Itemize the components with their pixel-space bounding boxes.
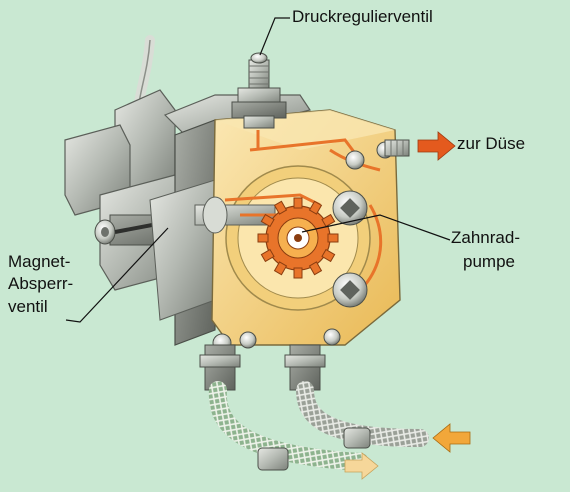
hose-fitting-return [257,447,289,471]
label-zur-duese: zur Düse [457,134,526,153]
label-zahnradpumpe-line1: Zahnrad- [451,228,520,247]
label-magnet-line3: ventil [8,297,48,316]
arrow-right-orange-icon [417,131,456,161]
label-druckregulierventil: Druckregulierventil [292,7,433,26]
nozzle-outlet-fitting [384,139,410,157]
arrow-right-pale-icon [344,452,379,480]
gear-pump [257,197,339,279]
leader-lines [65,17,451,323]
pressure-regulator-valve [231,52,287,129]
arrow-left-yellow-icon [432,423,471,453]
hoses [208,381,429,471]
hose-fitting-supply [343,427,371,449]
label-zahnradpumpe-line2: pumpe [463,252,515,271]
label-magnet-line1: Magnet- [8,252,71,271]
label-magnet-line2: Absperr- [8,274,74,293]
bottom-fittings [199,344,326,391]
